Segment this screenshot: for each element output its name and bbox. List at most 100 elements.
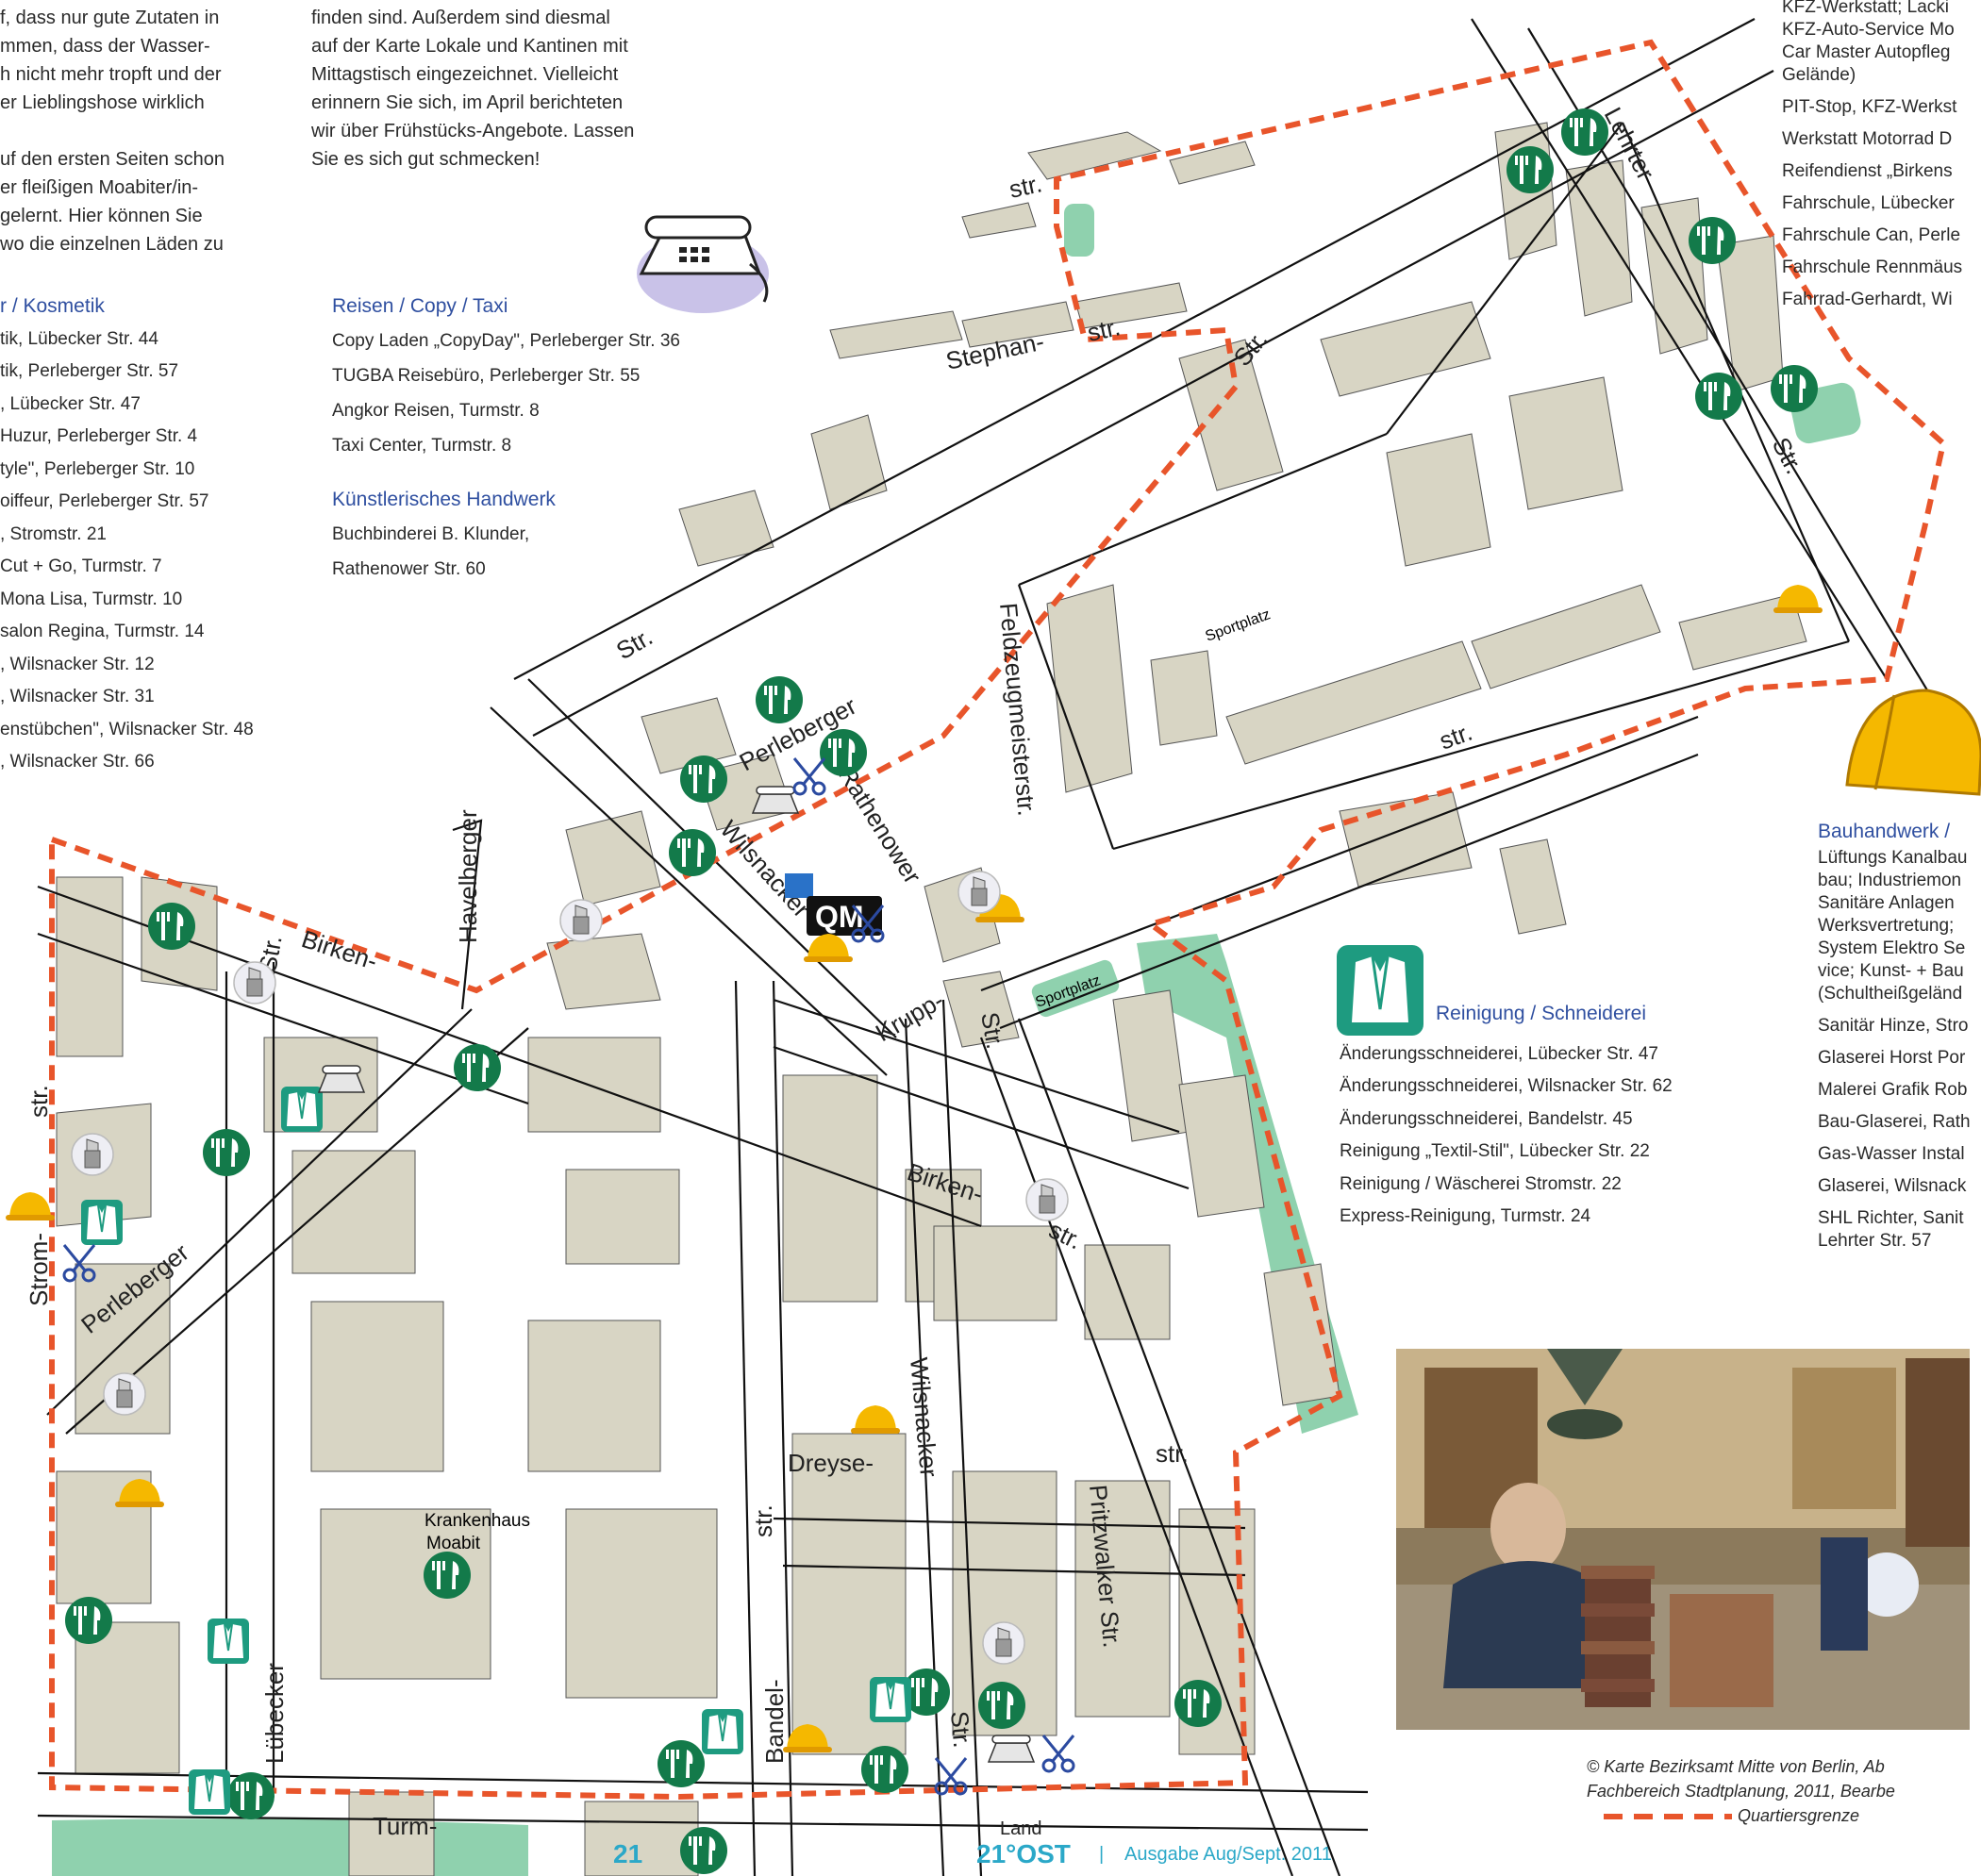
lipstick-icon[interactable] <box>233 961 276 1004</box>
intro-line: f, dass nur gute Zutaten in <box>0 8 220 28</box>
bau-heading: Bauhandwerk / <box>1818 821 1951 842</box>
cleaning-icon[interactable] <box>188 1768 231 1816</box>
restaurant-icon[interactable] <box>1771 365 1818 412</box>
lipstick-icon[interactable] <box>71 1133 114 1176</box>
list-item: Buchbinderei B. Klunder, <box>332 524 530 544</box>
restaurant-icon[interactable] <box>1174 1680 1222 1727</box>
intro-line: mmen, dass der Wasser- <box>0 36 210 57</box>
list-item: Werkstatt Motorrad D <box>1782 129 1953 149</box>
reinigung-section: Reinigung / Schneiderei Änderungsschneid… <box>1340 998 1673 1234</box>
list-item: Glaserei Horst Por <box>1818 1048 1966 1068</box>
restaurant-icon[interactable] <box>148 903 195 950</box>
restaurant-icon[interactable] <box>680 1827 727 1874</box>
restaurant-icon[interactable] <box>1561 108 1608 156</box>
lipstick-icon[interactable] <box>957 871 1001 914</box>
list-item: SHL Richter, Sanit <box>1818 1208 1964 1228</box>
scissors-icon[interactable] <box>1041 1734 1075 1773</box>
intro-line: finden sind. Außerdem sind diesmal <box>311 8 610 28</box>
lipstick-icon[interactable] <box>982 1621 1025 1665</box>
street-label-wilsnacker-str: Str. <box>945 1710 976 1749</box>
cleaning-icon[interactable] <box>701 1708 744 1755</box>
footer-separator: | <box>1099 1844 1105 1865</box>
list-item: KFZ-Werkstatt; Lacki <box>1782 0 1950 17</box>
qm-office-marker[interactable]: QM <box>785 873 882 936</box>
street-label-feldzeug: Feldzeugmeisterstr. <box>994 602 1041 818</box>
bookbinder-photo <box>1396 1349 1970 1730</box>
street-label-str-sportplatz: str. <box>1436 718 1476 755</box>
list-item: Lehrter Str. 57 <box>1818 1231 1932 1251</box>
roads <box>37 18 1944 1876</box>
reinigung-heading: Reinigung / Schneiderei <box>1436 1003 1646 1024</box>
list-item: tyle", Perleberger Str. 10 <box>0 458 195 479</box>
telephone-icon[interactable] <box>988 1735 1035 1763</box>
cleaning-icon[interactable] <box>869 1676 912 1723</box>
lipstick-icon[interactable] <box>1025 1178 1069 1221</box>
intro-line: gelernt. Hier können Sie <box>0 206 203 226</box>
restaurant-icon[interactable] <box>658 1740 705 1787</box>
list-item: Mona Lisa, Turmstr. 10 <box>0 589 183 609</box>
telephone-illustration <box>637 215 769 313</box>
telephone-icon[interactable] <box>318 1065 365 1093</box>
list-item: Express-Reinigung, Turmstr. 24 <box>1340 1206 1591 1226</box>
hardhat-icon[interactable] <box>804 934 853 962</box>
list-item: , Wilsnacker Str. 31 <box>0 687 155 706</box>
restaurant-icon[interactable] <box>1507 146 1554 193</box>
street-label-str-left: str. <box>25 1085 53 1118</box>
restaurant-icon[interactable] <box>424 1552 471 1599</box>
intro-line: er fleißigen Moabiter/in- <box>0 177 199 198</box>
restaurant-icon[interactable] <box>680 755 727 803</box>
list-item: tik, Lübecker Str. 44 <box>0 328 158 349</box>
street-label-str-top: str. <box>1007 169 1044 204</box>
list-item: Huzur, Perleberger Str. 4 <box>0 426 198 446</box>
restaurant-icon[interactable] <box>65 1597 112 1644</box>
place-label-krankenhaus: Krankenhaus <box>424 1511 530 1531</box>
list-item: Änderungsschneiderei, Lübecker Str. 47 <box>1340 1043 1658 1064</box>
hardhat-icon[interactable] <box>851 1405 900 1434</box>
street-label-strom: Strom- <box>25 1233 53 1306</box>
intro-line <box>0 117 283 145</box>
list-item: Bau-Glaserei, Rath <box>1818 1112 1971 1132</box>
scissors-icon[interactable] <box>792 756 826 796</box>
list-item: Reinigung „Textil-Stil", Lübecker Str. 2… <box>1340 1141 1650 1161</box>
cleaning-icon[interactable] <box>207 1618 250 1665</box>
district-boundary <box>49 39 1947 1801</box>
street-label-stephan-str: str. <box>1085 312 1123 347</box>
list-item: Lüftungs Kanalbau <box>1818 848 1968 868</box>
intro-line: Sie es sich gut schmecken! <box>311 149 541 170</box>
restaurant-icon[interactable] <box>820 729 867 776</box>
restaurant-icon[interactable] <box>861 1746 908 1793</box>
list-item: , Wilsnacker Str. 66 <box>0 752 155 772</box>
intro-line: wo die einzelnen Läden zu <box>0 234 224 255</box>
restaurant-icon[interactable] <box>1689 217 1736 264</box>
hardhat-icon[interactable] <box>6 1192 55 1220</box>
list-item: PIT-Stop, KFZ-Werkst <box>1782 97 1957 117</box>
restaurant-icon[interactable] <box>1695 373 1742 420</box>
list-item: oiffeur, Perleberger Str. 57 <box>0 491 209 511</box>
list-item: KFZ-Auto-Service Mo <box>1782 20 1955 40</box>
street-label-bandel-str: str. <box>749 1504 777 1537</box>
place-label-sportplatz: Sportplatz <box>1204 606 1274 645</box>
restaurant-icon[interactable] <box>978 1682 1025 1729</box>
list-item: Änderungsschneiderei, Wilsnacker Str. 62 <box>1340 1076 1673 1096</box>
restaurant-icon[interactable] <box>756 676 803 723</box>
list-item: Copy Laden „CopyDay", Perleberger Str. 3… <box>332 331 680 351</box>
list-item: bau; Industriemon <box>1818 871 1962 890</box>
list-item: , Stromstr. 21 <box>0 523 107 544</box>
hardhat-icon[interactable] <box>1773 585 1823 613</box>
lipstick-icon[interactable] <box>559 899 603 942</box>
street-label-wilsnacker2: Wilsnacker <box>905 1356 943 1479</box>
street-label-dreyse-str: str. <box>1156 1439 1189 1468</box>
restaurant-icon[interactable] <box>454 1044 501 1091</box>
cleaning-icon[interactable] <box>280 1086 324 1133</box>
cleaning-icon[interactable] <box>80 1199 124 1246</box>
lipstick-icon[interactable] <box>103 1372 146 1416</box>
list-item: Angkor Reisen, Turmstr. 8 <box>332 401 540 421</box>
restaurant-icon[interactable] <box>669 829 716 876</box>
intro-line: wir über Frühstücks-Angebote. Lassen <box>311 121 635 141</box>
restaurant-icon[interactable] <box>203 1129 250 1176</box>
restaurant-icon[interactable] <box>227 1772 275 1819</box>
list-item: , Wilsnacker Str. 12 <box>0 654 155 674</box>
caption-line: © Karte Bezirksamt Mitte von Berlin, Ab <box>1587 1757 1885 1776</box>
telephone-icon[interactable] <box>752 786 799 814</box>
hardhat-illustration <box>1845 689 1981 796</box>
